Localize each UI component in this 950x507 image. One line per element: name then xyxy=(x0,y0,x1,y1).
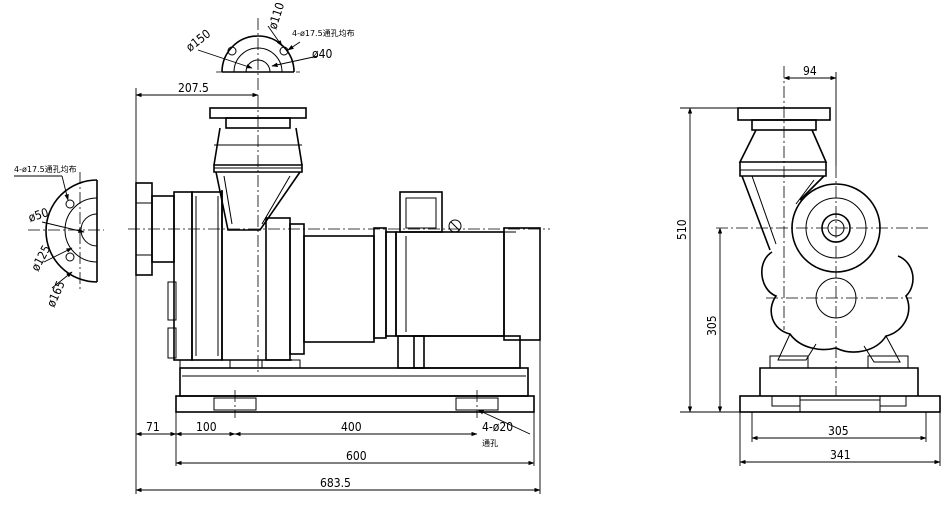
side-flange-pcd-label: ø125 xyxy=(28,243,53,274)
dim-left-offset: 71 xyxy=(146,420,160,434)
anchor-holes-label: 4-ø20 xyxy=(482,420,513,434)
top-flange-bolts-label: 4-ø17.5通孔均布 xyxy=(292,28,355,38)
dim-outlet-offset: 94 xyxy=(803,64,817,78)
dim-base-width: 305 xyxy=(828,424,849,438)
dim-bolt-spacing-2: 400 xyxy=(341,420,362,434)
top-flange-bore-label: ø40 xyxy=(312,47,332,61)
dim-overhang: 207.5 xyxy=(178,81,209,95)
dim-overall-length: 683.5 xyxy=(320,476,351,490)
dim-shaft-height: 305 xyxy=(705,315,719,336)
top-flange-detail xyxy=(197,18,319,90)
side-flange-bore-label: ø50 xyxy=(27,205,51,225)
dim-overall-height: 510 xyxy=(675,219,689,240)
side-flange-bolts-label: 4-ø17.5通孔均布 xyxy=(14,164,77,174)
dim-overall-width: 341 xyxy=(830,448,851,462)
front-view xyxy=(128,88,550,494)
anchor-holes-note: 通孔 xyxy=(482,438,498,448)
side-flange-detail xyxy=(14,172,104,290)
side-flange-od-label: ø165 xyxy=(44,279,68,310)
dim-bolt-spacing-1: 100 xyxy=(196,420,217,434)
top-flange-hole-label: ø110 xyxy=(266,1,288,31)
side-view xyxy=(680,66,941,466)
dim-base-length: 600 xyxy=(346,449,367,463)
